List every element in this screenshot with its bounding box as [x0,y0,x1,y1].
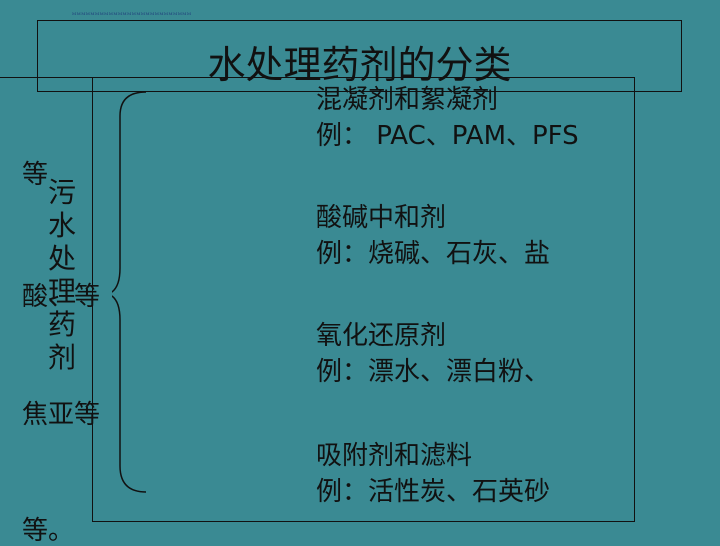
content-box [92,77,635,522]
category-item: 氧化还原剂 例：漂水、漂白粉、 [316,320,550,388]
vertical-char: 处 [47,242,76,275]
category-name: 吸附剂和滤料 [316,441,473,471]
slide-title: 水处理药剂的分类 [207,43,512,87]
category-example: 例：烧碱、石灰、盐 [316,239,551,269]
vertical-char: 药 [47,308,76,341]
left-brace [112,91,147,493]
category-name: 酸碱中和剂 [316,203,447,233]
category-item: 混凝剂和絮凝剂 例： PAC、PAM、PFS [316,84,579,152]
vertical-label: 污 水 处 理 药 剂 [46,176,78,374]
overflow-fragment: 酸、等 [22,282,101,312]
category-example: 例： PAC、PAM、PFS [316,121,579,151]
vertical-char: 理 [47,275,76,308]
category-item: 吸附剂和滤料 例：活性炭、石英砂 [316,440,550,508]
divider-line [0,77,92,78]
category-name: 混凝剂和絮凝剂 [316,85,499,115]
vertical-char: 污 [47,176,76,209]
vertical-char: 剂 [47,341,76,374]
title-box: 水处理药剂的分类 [37,20,682,92]
category-example: 例：活性炭、石英砂 [316,477,551,507]
overflow-fragment: 等 [22,160,49,190]
category-item: 酸碱中和剂 例：烧碱、石灰、盐 [316,202,550,270]
header-note: MMMMMMMMMMMMMMMMMMMMMMMMMM [72,11,192,16]
overflow-fragment: 焦亚等 [22,400,101,430]
category-name: 氧化还原剂 [316,321,447,351]
category-example: 例：漂水、漂白粉、 [316,357,551,387]
vertical-char: 水 [47,209,76,242]
overflow-fragment: 等。 [22,516,75,546]
